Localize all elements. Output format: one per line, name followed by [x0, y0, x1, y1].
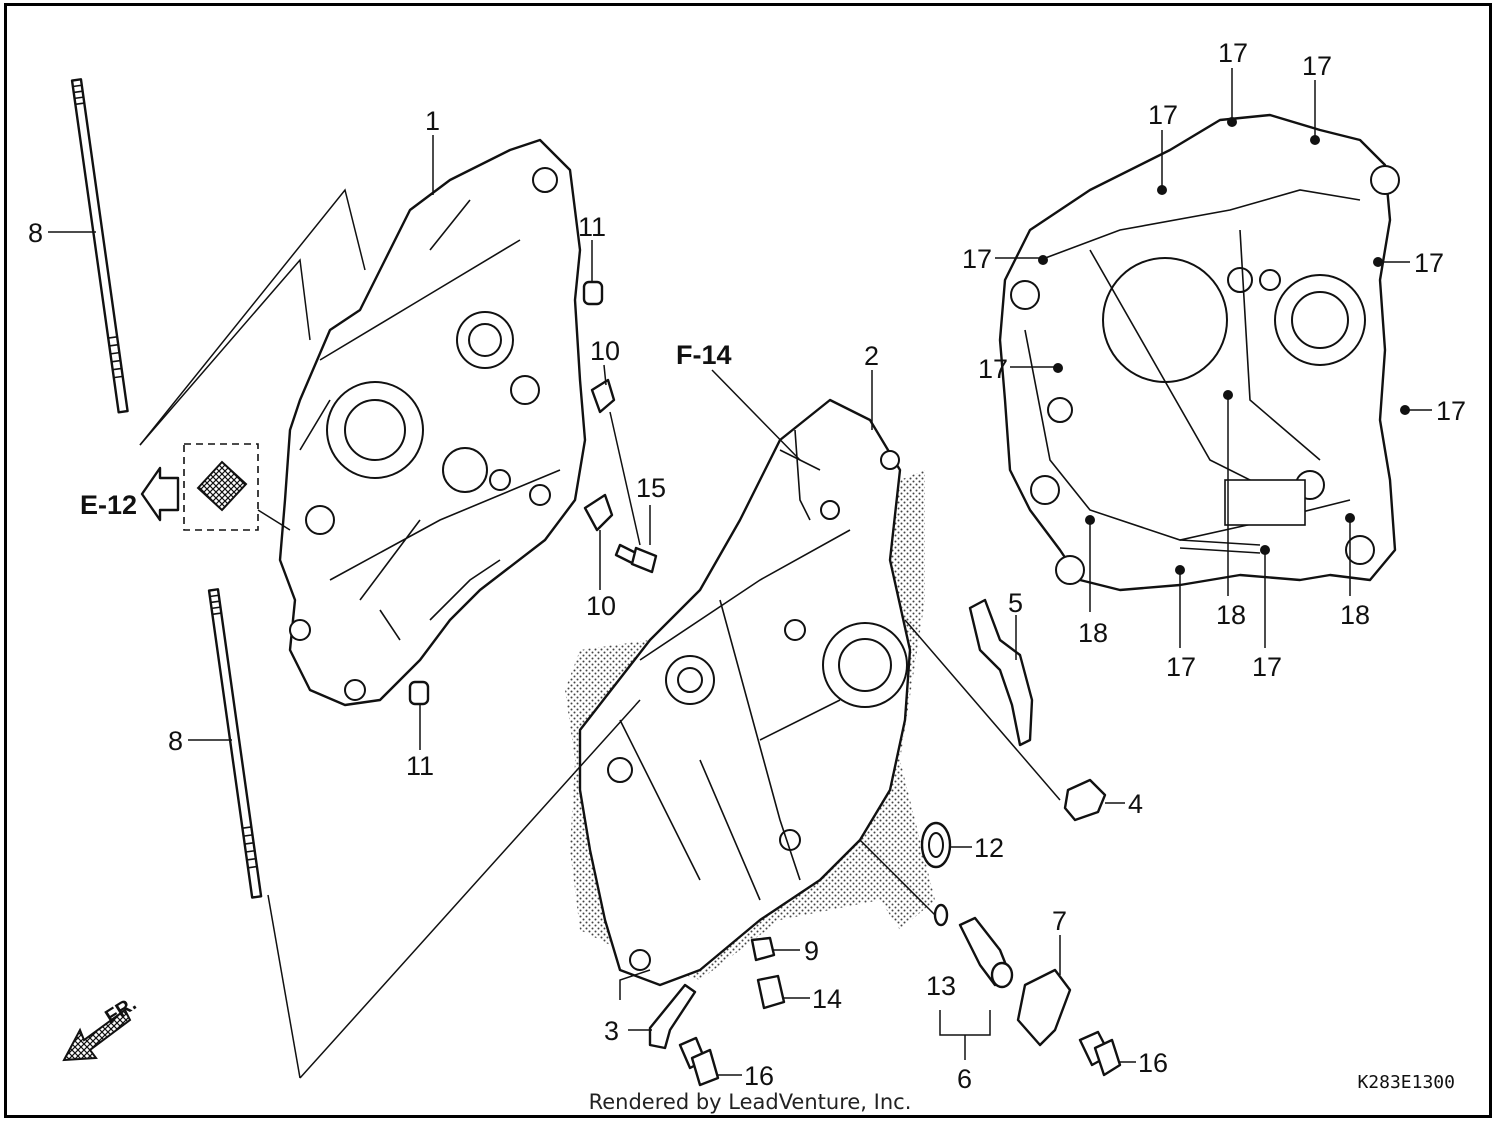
bracket-5	[968, 598, 1034, 747]
diagram-frame	[4, 3, 1492, 1118]
callout-10-upper: 10	[590, 336, 620, 366]
plate-upper	[590, 378, 616, 414]
callout-15: 15	[636, 473, 666, 503]
callout-18-a: 18	[1078, 618, 1108, 648]
right-crankcase	[565, 398, 935, 987]
callout-17-d: 17	[962, 244, 992, 274]
left-crankcase	[278, 138, 587, 707]
callout-17-g: 17	[1436, 396, 1466, 426]
e12-arrow	[140, 466, 180, 522]
callout-17-i: 17	[1252, 652, 1282, 682]
front-direction-arrow	[62, 1008, 132, 1062]
callout-7: 7	[1052, 906, 1067, 936]
bolt-16-right	[1078, 1030, 1122, 1077]
reference-f14: F-14	[676, 340, 732, 370]
crankcase-gasket	[998, 113, 1410, 592]
bolt-16-left	[678, 1036, 720, 1087]
callout-1: 1	[425, 106, 440, 136]
plug-6	[958, 916, 1014, 989]
callout-16-left: 16	[744, 1061, 774, 1091]
plate-lower	[583, 493, 614, 532]
callout-4: 4	[1128, 789, 1143, 819]
bolt-15	[614, 543, 658, 574]
callout-8-upper: 8	[28, 218, 43, 248]
nut-9	[750, 936, 776, 962]
callout-11-upper: 11	[578, 212, 606, 242]
washer-13	[933, 903, 949, 927]
callout-17-e: 17	[1414, 248, 1444, 278]
diagram-code: K283E1300	[1357, 1072, 1455, 1093]
callout-12: 12	[974, 833, 1004, 863]
callouts: 1 2 3 4 5 6 7 8 8 9 10 10 11 11 12 13 14…	[28, 38, 1466, 1094]
stud-bolt-lower	[207, 588, 263, 899]
callout-5: 5	[1008, 588, 1023, 618]
callout-9: 9	[804, 936, 819, 966]
callout-17-h: 17	[1166, 652, 1196, 682]
e12-filter-box	[183, 443, 259, 531]
callout-17-f: 17	[978, 354, 1008, 384]
leader-lines	[48, 68, 1432, 1079]
callout-13: 13	[926, 971, 956, 1001]
callout-10-lower: 10	[586, 591, 616, 621]
callout-3: 3	[604, 1016, 619, 1046]
callout-17-c: 17	[1148, 100, 1178, 130]
dowel-pin-lower	[408, 680, 430, 706]
callout-18-c: 18	[1340, 600, 1370, 630]
callout-2: 2	[864, 341, 879, 371]
dowel-pin-upper	[582, 280, 604, 306]
clip-4	[1063, 778, 1107, 822]
oil-seal-12	[920, 821, 952, 869]
reference-e12: E-12	[80, 490, 137, 520]
callout-6: 6	[957, 1064, 972, 1094]
callout-17-b: 17	[1302, 51, 1332, 81]
callout-11-lower: 11	[406, 751, 434, 781]
callout-18-b: 18	[1216, 600, 1246, 630]
stud-bolt-upper	[70, 78, 129, 414]
bracket-3	[648, 983, 697, 1050]
callout-17-a: 17	[1218, 38, 1248, 68]
plate-7	[1016, 968, 1072, 1047]
callout-8-lower: 8	[168, 726, 183, 756]
bolt-14	[756, 974, 786, 1010]
callout-14: 14	[812, 984, 842, 1014]
callout-16-right: 16	[1138, 1048, 1168, 1078]
footer-credit: Rendered by LeadVenture, Inc.	[588, 1090, 912, 1114]
